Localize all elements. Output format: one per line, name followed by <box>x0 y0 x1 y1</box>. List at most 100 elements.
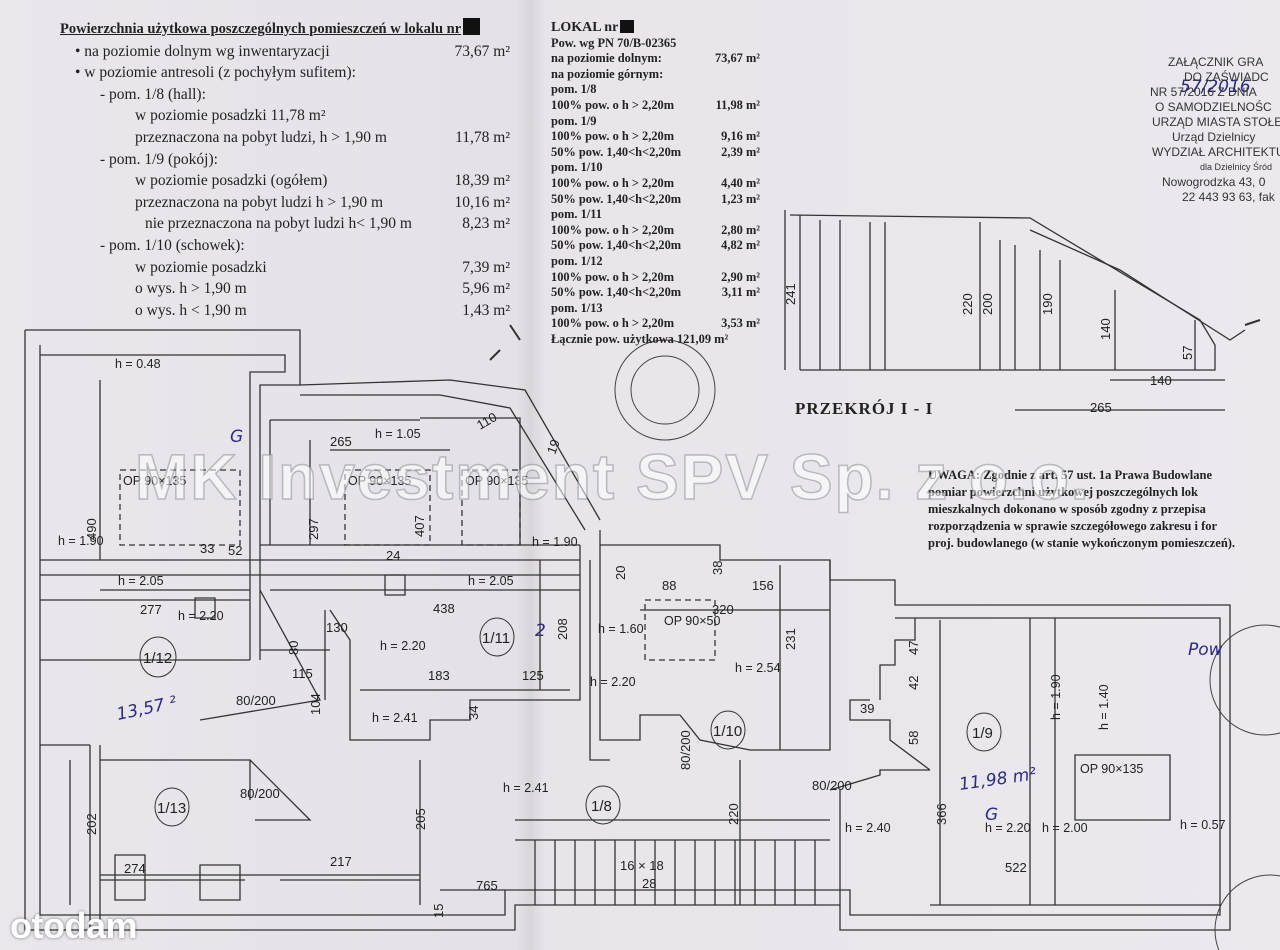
section-dimension-labels: 241 220 200 190 140 57 140 265 <box>783 283 1195 415</box>
stamp-line: Urząd Dzielnicy <box>1172 130 1256 144</box>
note-uwaga: UWAGA: Zgodnie z art. 57 ust. 1a Prawa B… <box>928 467 1280 552</box>
dimension-label: 231 <box>783 628 798 650</box>
dimension-label: 24 <box>386 548 400 563</box>
dimension-label: 407 <box>412 515 427 537</box>
section-dimension: 57 <box>1180 346 1195 360</box>
table-row: pom. 1/11 <box>551 207 602 222</box>
dimension-label: 208 <box>555 618 570 640</box>
section-dimension: 265 <box>1090 400 1112 415</box>
redaction-box <box>463 18 481 35</box>
handwritten-note: G <box>985 805 998 825</box>
door-label: 80/200 <box>236 693 276 708</box>
opening-label: OP 90×50 <box>664 614 720 628</box>
dimension-label: 320 <box>712 602 734 617</box>
redaction-box <box>620 20 635 33</box>
table-row: w poziomie posadzki 11,78 m² <box>135 107 326 125</box>
dimension-label: 274 <box>124 861 146 876</box>
dimension-label: 156 <box>752 578 774 593</box>
table-row: na poziomie górnym: <box>551 66 664 81</box>
stamp-line: WYDZIAŁ ARCHITEKTURY <box>1152 145 1280 159</box>
dimension-label: 217 <box>330 854 352 869</box>
height-label: h = 1.90 <box>1049 674 1063 720</box>
height-label: h = 1.60 <box>598 622 644 636</box>
stamp-line: dla Dzielnicy Śród <box>1200 162 1273 172</box>
opening-labels: OP 90×135 OP 90×135 OP 90×135 OP 90×50 O… <box>123 474 1143 776</box>
note-line: mieszkalnych dokonano w sposób zgodny z … <box>928 502 1206 516</box>
height-label: h = 0.57 <box>1180 818 1226 832</box>
dimension-label: 28 <box>642 876 656 891</box>
table-row: pom. 1/10 <box>551 160 603 175</box>
opening-label: OP 90×135 <box>465 474 528 488</box>
dimension-label: 277 <box>140 602 162 617</box>
height-label: h = 2.40 <box>845 821 891 835</box>
handwritten-note: 11,98 m² <box>958 764 1038 795</box>
office-stamp: ZAŁĄCZNIK GRA DO ZAŚWIADC NR 57/2016 Z D… <box>1100 55 1280 205</box>
height-label: h = 2.05 <box>118 574 164 588</box>
table-row: w poziomie posadzki (ogółem)18,39 m² <box>135 172 510 190</box>
height-label: h = 2.20 <box>178 609 224 623</box>
section-dimension: 140 <box>1150 373 1172 388</box>
handwritten-note: 57/2016 <box>1180 77 1251 97</box>
stamp-line: DO ZAŚWIADC <box>1184 70 1269 84</box>
room-label: 1/13 <box>157 800 186 817</box>
table-row: pom. 1/13 <box>551 300 603 315</box>
stamp-line: URZĄD MIASTA STOŁECZ <box>1152 115 1280 129</box>
dimension-label: 205 <box>413 808 428 830</box>
dimension-label: 297 <box>306 518 321 540</box>
dimension-label: 125 <box>522 668 544 683</box>
dimension-label: 33 <box>200 541 214 556</box>
dimension-label: 438 <box>433 601 455 616</box>
dimension-label: 88 <box>662 578 676 593</box>
height-label: h = 0.48 <box>115 357 161 371</box>
dimension-label: 58 <box>906 731 921 745</box>
table-row: - pom. 1/10 (schowek): <box>100 236 245 254</box>
dimension-label: 34 <box>466 706 481 720</box>
section-dimension: 200 <box>980 293 995 315</box>
section-dimension: 190 <box>1040 293 1055 315</box>
opening-label: OP 90×135 <box>1080 762 1143 776</box>
dimension-labels: 265 110 19 490 297 407 33 52 24 277 438 … <box>84 409 1027 918</box>
dimension-label: 183 <box>428 668 450 683</box>
height-label: h = 2.05 <box>468 574 514 588</box>
height-label: h = 2.54 <box>735 661 781 675</box>
left-table-heading: Powierzchnia użytkowa poszczególnych pom… <box>60 18 530 41</box>
dimension-label: 765 <box>476 878 498 893</box>
height-label: h = 2.20 <box>380 639 426 653</box>
table-row: • w poziomie antresoli (z pochyłym sufit… <box>75 64 356 82</box>
dimension-label: 20 <box>613 566 628 580</box>
opening-label: OP 90×135 <box>123 474 186 488</box>
height-label: h = 2.20 <box>590 675 636 689</box>
otodam-logo: otodam <box>10 905 138 946</box>
dimension-label: 490 <box>84 518 99 540</box>
handwritten-note: Pow <box>1188 640 1223 660</box>
height-label: h = 1.90 <box>58 534 104 548</box>
table-row: pom. 1/12 <box>551 253 603 268</box>
stamp-line: ZAŁĄCZNIK GRA <box>1168 55 1264 69</box>
table-row: Łącznie pow. użytkowa 121,09 m² <box>551 331 729 346</box>
dimension-label: 130 <box>326 620 348 635</box>
section-dimension: 241 <box>783 283 798 305</box>
room-label: 1/11 <box>482 630 510 647</box>
table-row: pom. 1/8 <box>551 82 597 97</box>
dimension-label: 19 <box>544 437 563 456</box>
table-row: pom. 1/9 <box>551 113 597 128</box>
section-dimension: 220 <box>960 293 975 315</box>
company-watermark: MK Investment SPV Sp. z o.o. <box>134 440 1091 514</box>
dimension-label: 522 <box>1005 860 1027 875</box>
room-label: 1/9 <box>972 725 993 742</box>
middle-area-table: LOKAL nr Pow. wg PN 70/B-02365 na poziom… <box>551 20 766 347</box>
door-label: 80/200 <box>812 778 852 793</box>
table-row: - pom. 1/9 (pokój): <box>100 150 218 168</box>
handwritten-note: 2 <box>535 621 546 641</box>
